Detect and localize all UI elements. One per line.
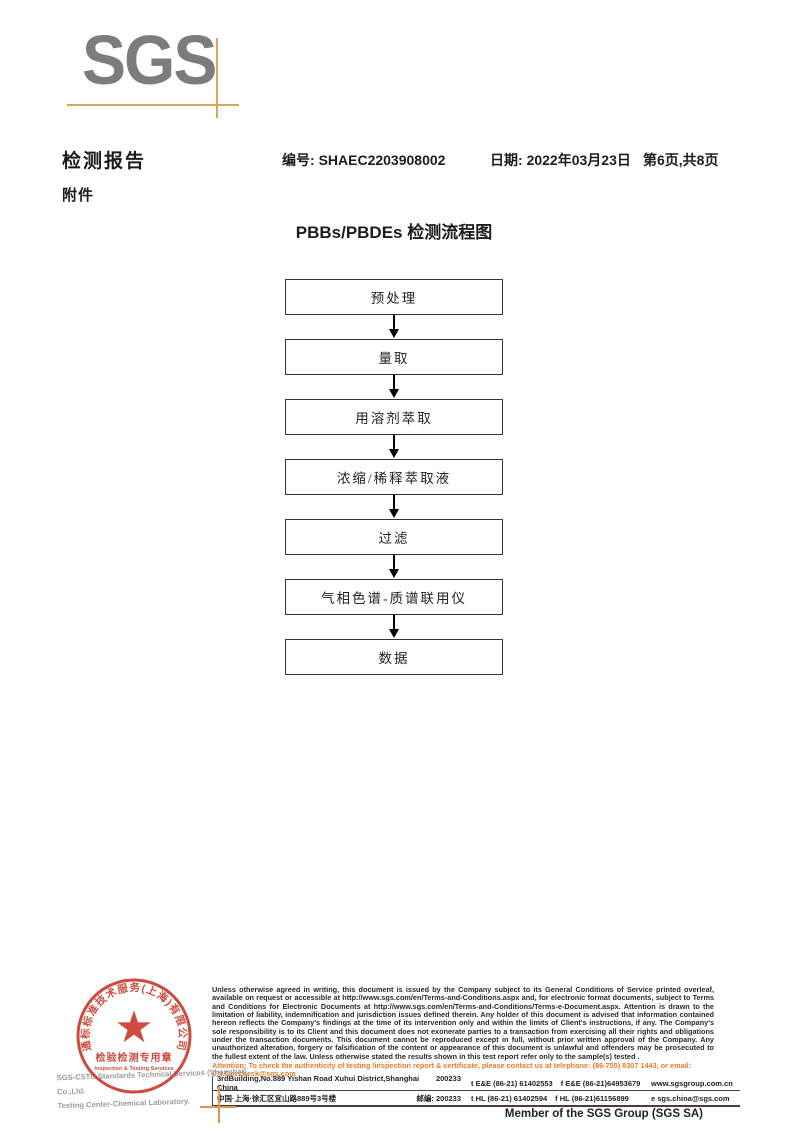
stamp-seal-line1: 检验检测专用章 xyxy=(96,1051,173,1064)
report-title: 检测报告 xyxy=(62,151,147,172)
report-number-label: 编号: xyxy=(282,152,315,168)
flow-step-measure: 量取 xyxy=(285,339,503,375)
crop-mark-vertical xyxy=(218,1086,220,1123)
phone-chinese: t HL (86-21) 61402594 xyxy=(471,1093,548,1103)
flowchart: 预处理 量取 用溶剂萃取 浓缩/稀释萃取液 过滤 气相色谱-质谱联用仪 数据 xyxy=(285,279,503,675)
flow-arrow-down-icon xyxy=(389,435,399,459)
address-block: 3rdBuilding,No.889 Yishan Road Xuhui Dis… xyxy=(212,1074,740,1107)
flow-step-concentrate-dilute: 浓缩/稀释萃取液 xyxy=(285,459,503,495)
logo-crop-line-vertical xyxy=(216,38,218,118)
report-number-value: SHAEC2203908002 xyxy=(318,152,446,168)
flow-arrow-down-icon xyxy=(389,375,399,399)
flow-step-solvent-extraction: 用溶剂萃取 xyxy=(285,399,503,435)
address-english: 3rdBuilding,No.889 Yishan Road Xuhui Dis… xyxy=(217,1074,420,1092)
phone-english: t E&E (86-21) 61402553 xyxy=(471,1078,553,1088)
report-date-label: 日期: xyxy=(490,152,523,168)
inspection-stamp-seal: 通标标准技术服务(上海)有限公司 ★ 检验检测专用章 Inspection & … xyxy=(76,978,192,1094)
report-number: 编号: SHAEC2203908002 xyxy=(282,150,445,170)
logo-crop-line-horizontal xyxy=(67,104,239,106)
flow-step-gcms: 气相色谱-质谱联用仪 xyxy=(285,579,503,615)
sgs-member-line: Member of the SGS Group (SGS SA) xyxy=(504,1108,703,1120)
flow-step-filter: 过滤 xyxy=(285,519,503,555)
flowchart-title: PBBs/PBDEs 检测流程图 xyxy=(295,223,493,242)
fax-english: f E&E (86-21)64953679 xyxy=(560,1078,641,1088)
address-row-chinese: 中国·上海·徐汇区宜山路889号3号楼 邮编: 200233 t HL (86-… xyxy=(213,1091,740,1105)
address-row-english: 3rdBuilding,No.889 Yishan Road Xuhui Dis… xyxy=(213,1074,740,1092)
flow-arrow-down-icon xyxy=(389,555,399,579)
report-date-value: 2022年03月23日 xyxy=(526,152,631,168)
star-icon: ★ xyxy=(114,1003,153,1052)
sgs-logo: SGS xyxy=(82,21,217,99)
flow-arrow-down-icon xyxy=(389,615,399,639)
postcode-chinese: 邮编: 200233 xyxy=(416,1093,461,1103)
flow-step-data: 数据 xyxy=(285,639,503,675)
flow-arrow-down-icon xyxy=(389,315,399,339)
stamp-seal-line2: Inspection & Testing Services xyxy=(94,1066,173,1072)
attention-text: Attention: To check the authenticity of … xyxy=(212,1061,692,1079)
postcode-english: 200233 xyxy=(435,1074,461,1083)
email: e sgs.china@sgs.com xyxy=(651,1093,730,1103)
flow-step-pretreatment: 预处理 xyxy=(285,279,503,315)
report-date: 日期: 2022年03月23日 xyxy=(490,150,631,170)
website: www.sgsgroup.com.cn xyxy=(651,1078,733,1088)
legal-footer: Unless otherwise agreed in writing, this… xyxy=(212,985,714,1079)
address-chinese: 中国·上海·徐汇区宜山路889号3号楼 xyxy=(217,1093,337,1103)
flow-arrow-down-icon xyxy=(389,495,399,519)
fax-chinese: f HL (86-21)61156899 xyxy=(555,1093,629,1103)
page-indicator: 第6页,共8页 xyxy=(643,152,719,168)
disclaimer-text: Unless otherwise agreed in writing, this… xyxy=(212,985,714,1061)
attachment-label: 附件 xyxy=(62,187,95,204)
